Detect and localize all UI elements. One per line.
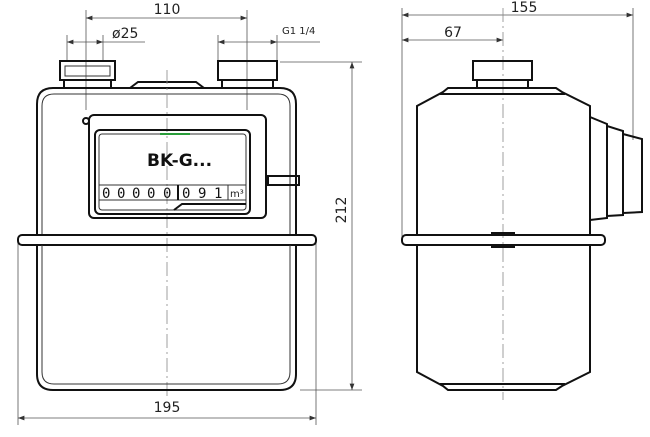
dim-label-110: 110 — [154, 2, 181, 18]
dial-panel: BK-G... 0 0 0 0 0 0 9 1 m³ — [82, 114, 267, 219]
inlet-connection — [59, 60, 116, 89]
side-connection — [472, 60, 533, 81]
counter-digit: 0 — [117, 186, 125, 202]
dim-label-height: 212 — [334, 197, 350, 224]
unit-label: m³ — [230, 189, 244, 200]
model-label: BK-G... — [147, 151, 212, 171]
counter-display — [98, 184, 247, 201]
outlet-connection — [217, 60, 278, 89]
upper-housing — [36, 87, 297, 235]
dim-label-offset: 67 — [444, 25, 462, 41]
counter-digit: 0 — [182, 186, 190, 202]
flange — [17, 234, 317, 246]
side-lower-housing — [416, 245, 591, 391]
dim-label-depth: 155 — [511, 0, 538, 16]
counter-digit: 0 — [163, 186, 171, 202]
side-flange — [401, 234, 606, 246]
side-upper-housing — [416, 87, 591, 235]
dim-label-thread: G1 1/4 — [282, 26, 315, 37]
lower-housing — [36, 245, 297, 391]
side-tab — [267, 175, 300, 186]
side-view: 155 67 — [401, 0, 643, 400]
front-view: 110 ø25 G1 1/4 212 195 BK-G... 0 — [17, 2, 362, 425]
counter-digit: 1 — [214, 186, 222, 202]
counter-digit: 0 — [132, 186, 140, 202]
side-ports — [589, 116, 643, 221]
counter-digit: 9 — [198, 186, 206, 202]
counter-digit: 0 — [102, 186, 110, 202]
dim-label-width: 195 — [154, 400, 181, 416]
counter-digit: 0 — [147, 186, 155, 202]
dim-label-diameter: ø25 — [112, 26, 138, 42]
